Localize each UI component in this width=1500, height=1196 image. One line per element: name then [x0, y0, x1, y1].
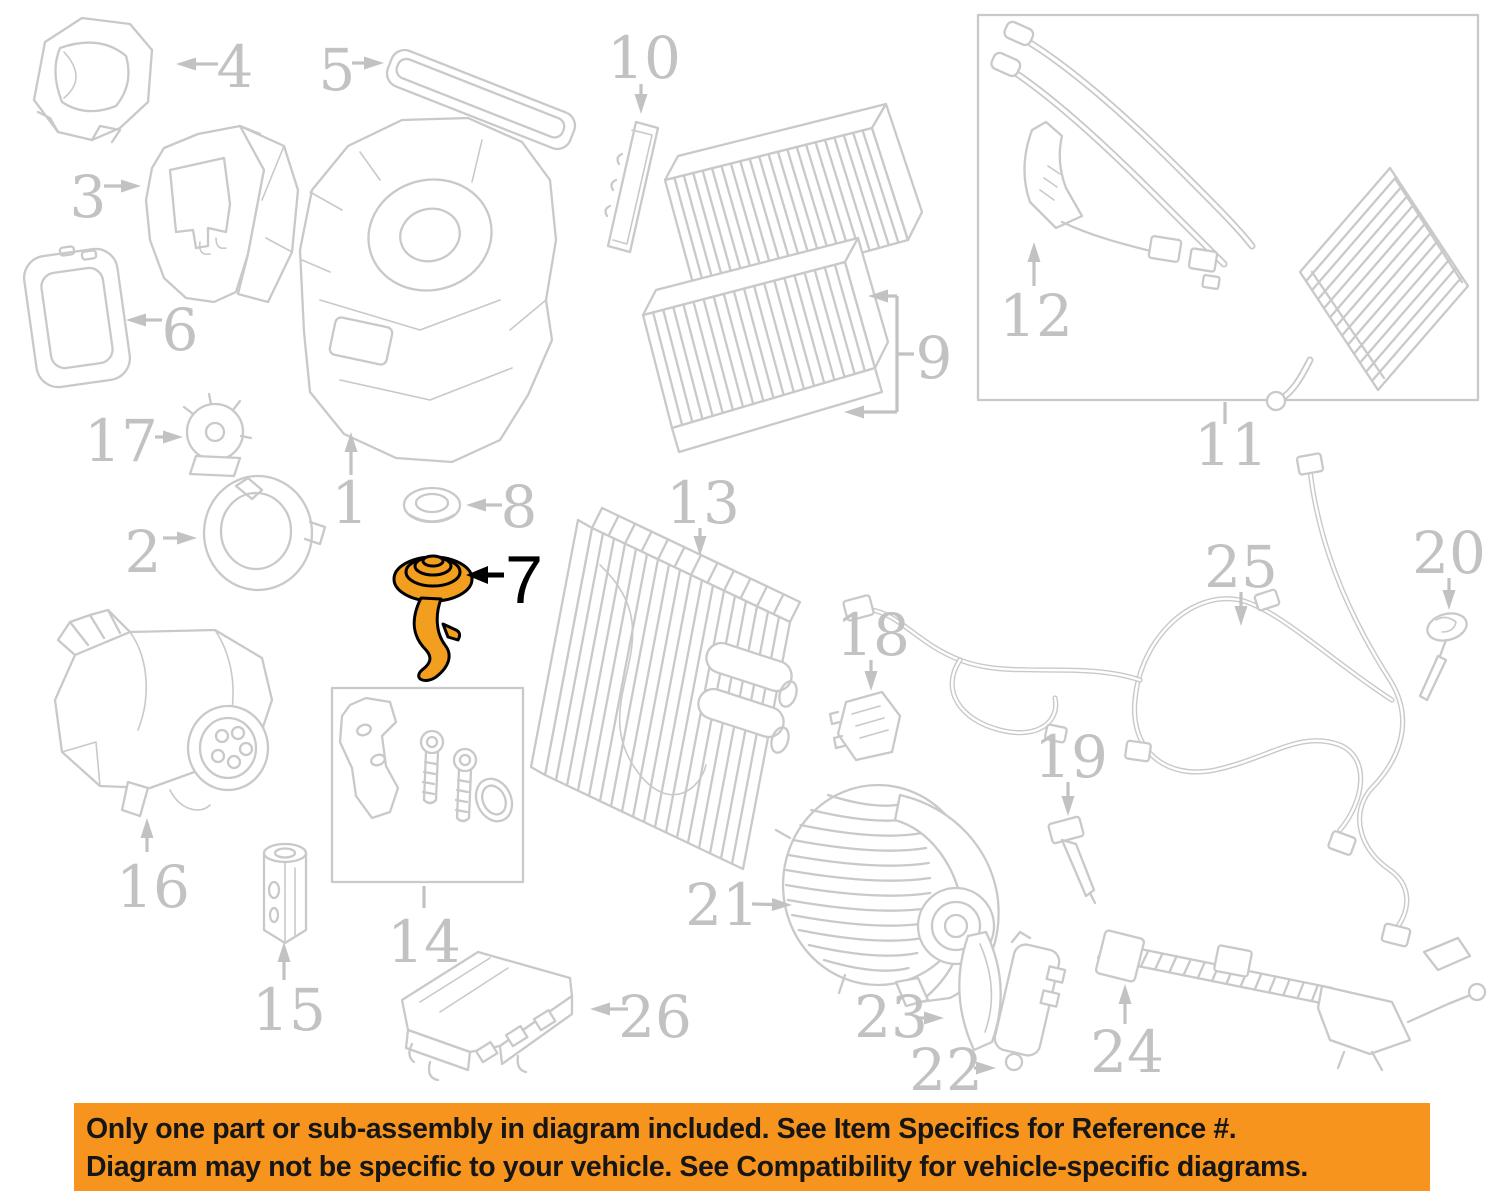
callout-24: 24: [1090, 984, 1164, 1086]
callout-17: 17: [84, 407, 183, 475]
part-25-wiring-harness: [842, 452, 1412, 948]
svg-text:17: 17: [84, 407, 158, 475]
callout-12: 12: [999, 242, 1073, 350]
callout-25: 25: [1204, 533, 1278, 626]
part-14-hardware-kit-box: [330, 686, 525, 884]
svg-text:26: 26: [618, 983, 692, 1051]
callout-20: 20: [1412, 519, 1486, 610]
callout-15: 15: [252, 942, 326, 1044]
callout-7: 7: [466, 542, 543, 618]
disclaimer-banner: Only one part or sub-assembly in diagram…: [74, 1103, 1430, 1191]
svg-text:20: 20: [1412, 519, 1486, 587]
part-1-hvac-housing: [298, 116, 558, 464]
svg-text:7: 7: [505, 542, 543, 618]
svg-text:23: 23: [854, 983, 928, 1051]
svg-text:22: 22: [909, 1036, 983, 1104]
svg-text:6: 6: [162, 296, 199, 364]
part-13-evaporator-core: [529, 506, 802, 871]
svg-text:3: 3: [70, 163, 107, 231]
part-5-seal-strip: [385, 48, 577, 151]
svg-text:13: 13: [666, 469, 740, 537]
callout-18: 18: [836, 601, 910, 691]
part-8-grommet: [402, 486, 462, 524]
callout-5: 5: [319, 36, 384, 104]
part-22-actuator: [993, 930, 1067, 1072]
svg-text:1: 1: [332, 469, 369, 537]
callout-21: 21: [685, 871, 792, 939]
part-9-cabin-air-filters: [641, 102, 924, 454]
part-20-temp-sensor: [1418, 612, 1468, 702]
callout-3: 3: [70, 163, 141, 231]
callout-16: 16: [116, 818, 190, 921]
callout-10: 10: [607, 24, 681, 114]
part-17-actuator: [182, 392, 253, 478]
part-24-actuator-rail: [1094, 929, 1487, 1072]
part-11-heater-core-assembly-box: [976, 13, 1480, 412]
part-19-temp-sensor: [1047, 815, 1097, 905]
svg-text:14: 14: [387, 908, 461, 976]
callout-14: 14: [387, 886, 461, 976]
part-10-trim-strip: [604, 120, 660, 254]
part-23-duct-seal: [958, 930, 1002, 1052]
callout-11: 11: [1194, 402, 1268, 479]
svg-text:21: 21: [685, 871, 759, 939]
part-4-housing-cover: [32, 16, 154, 144]
callout-2: 2: [125, 518, 197, 586]
part-15-expansion-valve: [262, 842, 308, 945]
svg-text:15: 15: [252, 976, 326, 1044]
svg-text:2: 2: [125, 518, 162, 586]
svg-text:9: 9: [916, 324, 953, 392]
svg-text:12: 12: [999, 282, 1073, 350]
callout-13: 13: [666, 469, 740, 556]
svg-text:19: 19: [1034, 723, 1108, 791]
svg-text:25: 25: [1204, 533, 1278, 601]
callout-23: 23: [854, 983, 944, 1051]
callout-4: 4: [176, 33, 253, 101]
part-26-control-module: [400, 950, 574, 1082]
svg-text:16: 16: [116, 853, 190, 921]
banner-line-2: Diagram may not be specific to your vehi…: [86, 1151, 1308, 1183]
part-2-seal-ring: [202, 474, 327, 592]
part-6-square-seal: [22, 245, 132, 389]
svg-text:18: 18: [836, 601, 910, 669]
callout-8: 8: [466, 473, 537, 541]
callout-6: 6: [126, 296, 198, 364]
banner-line-1: Only one part or sub-assembly in diagram…: [86, 1113, 1237, 1145]
callout-9: 9: [844, 289, 953, 419]
callout-22: 22: [909, 1036, 996, 1104]
heater-core-drawing: [1265, 166, 1470, 412]
svg-text:4: 4: [217, 33, 254, 101]
svg-text:11: 11: [1194, 411, 1268, 479]
part-16-blower-assembly: [53, 608, 274, 818]
svg-text:8: 8: [501, 473, 538, 541]
svg-text:24: 24: [1090, 1018, 1164, 1086]
part-7-drain-tube-highlighted: [392, 554, 474, 682]
svg-text:5: 5: [319, 36, 356, 104]
part-18-blower-resistor: [828, 690, 902, 762]
callout-19: 19: [1034, 723, 1108, 816]
part-3-duct-housing: [144, 124, 300, 304]
svg-text:10: 10: [607, 24, 681, 92]
part-12-heater-pipes: [990, 20, 1256, 291]
callout-1: 1: [332, 432, 369, 537]
callout-26: 26: [590, 983, 692, 1051]
